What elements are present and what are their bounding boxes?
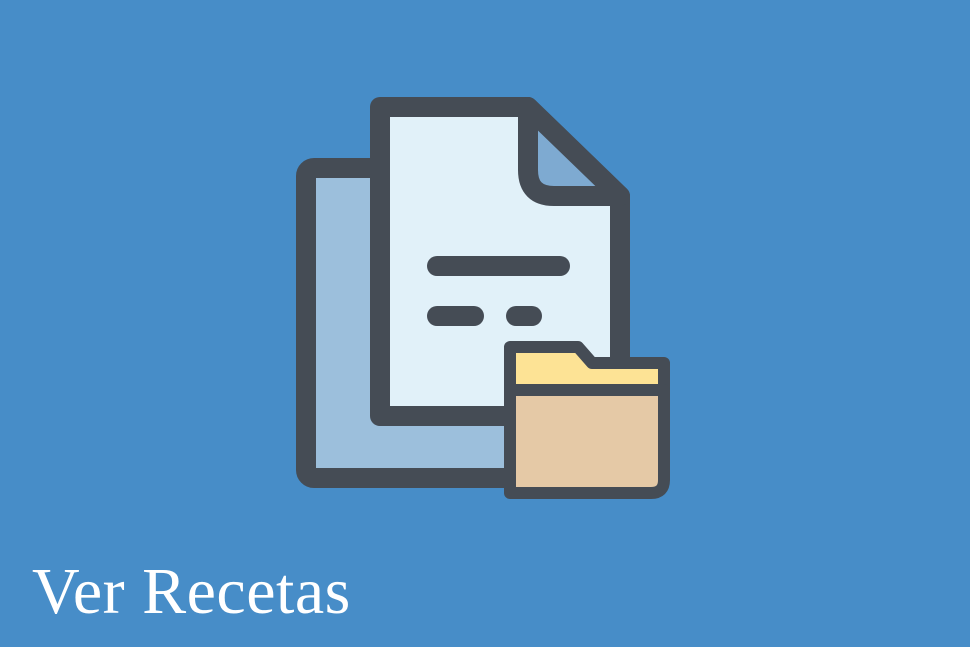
page-text-lines [427, 256, 570, 326]
tile-caption: Ver Recetas [32, 555, 351, 628]
folder-icon [504, 341, 670, 499]
